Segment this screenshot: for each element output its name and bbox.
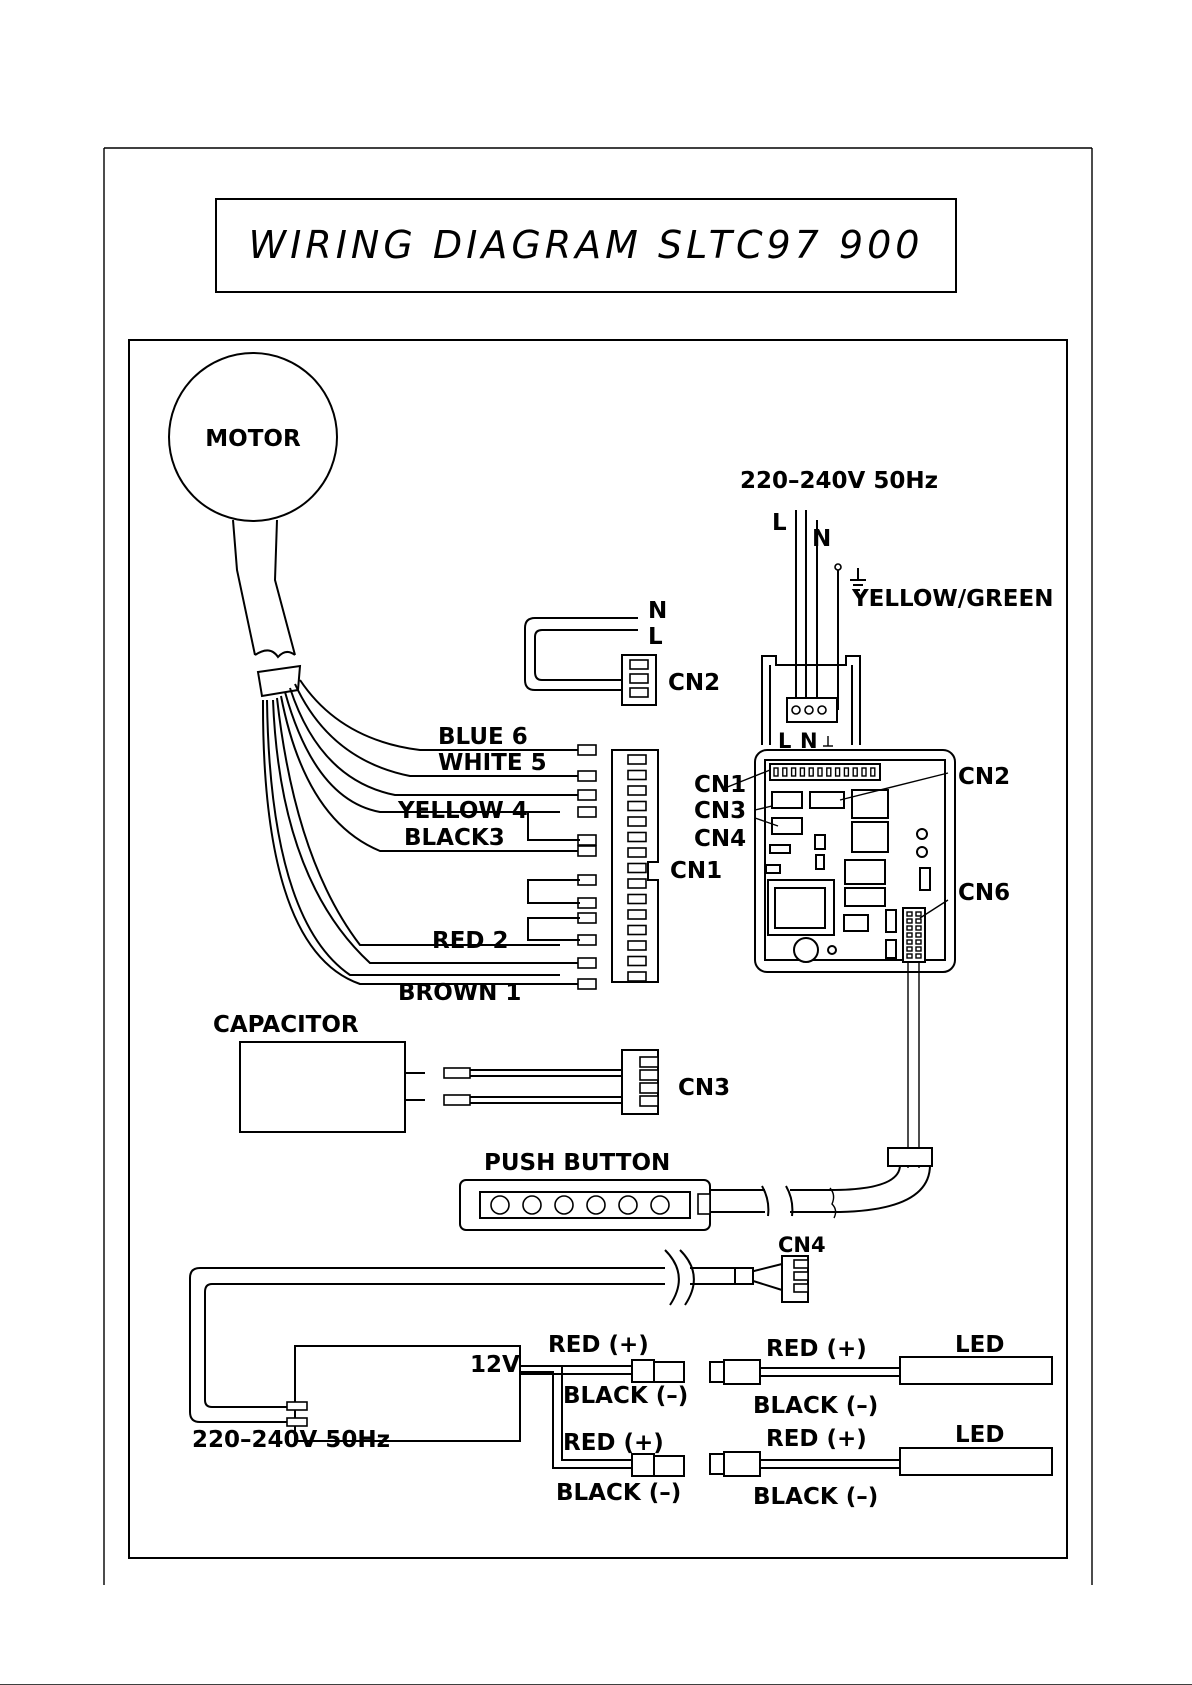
led-1-label: LED xyxy=(955,1332,1004,1358)
cn1-plug xyxy=(578,771,596,781)
push-button-key-icon xyxy=(619,1196,637,1214)
board-cn1-label: CN1 xyxy=(694,772,746,798)
board-cn3-label: CN3 xyxy=(694,798,746,824)
cn1-pin xyxy=(628,895,646,904)
led-2-red-label: RED (+) xyxy=(766,1426,867,1452)
cn1-pin xyxy=(628,864,646,873)
title-box: WIRING DIAGRAM SLTC97 900 xyxy=(216,199,956,292)
cn1-pin xyxy=(628,848,646,857)
led-2-black-label: BLACK (–) xyxy=(753,1484,878,1510)
output-2-black-label: BLACK (–) xyxy=(556,1480,681,1506)
board-cn4-label: CN4 xyxy=(694,826,746,852)
led-1-black-label: BLACK (–) xyxy=(753,1393,878,1419)
cn1-pin xyxy=(628,910,646,919)
cn2-l-label: L xyxy=(648,624,663,650)
cn1-plug xyxy=(578,875,596,885)
output-1-black-label: BLACK (–) xyxy=(563,1383,688,1409)
cn1-pin xyxy=(628,972,646,981)
cn1-plug xyxy=(578,913,596,923)
mains-earth-label: YELLOW/GREEN xyxy=(851,586,1053,612)
cn1-pin xyxy=(628,817,646,826)
mains-l-label: L xyxy=(772,510,787,536)
output-2-red-label: RED (+) xyxy=(563,1430,664,1456)
cn1-label: CN1 xyxy=(670,858,722,884)
cn1-pin xyxy=(628,786,646,795)
cn1-pin xyxy=(628,957,646,966)
push-button-key-icon xyxy=(555,1196,573,1214)
cn1-pin xyxy=(628,802,646,811)
cn4-label: CN4 xyxy=(778,1233,826,1257)
wire-label-red: RED 2 xyxy=(432,928,509,954)
transformer-voltage-label: 12V xyxy=(470,1352,520,1378)
cn1-pin xyxy=(628,833,646,842)
cn1-pin xyxy=(628,755,646,764)
diagram-title: WIRING DIAGRAM SLTC97 900 xyxy=(249,223,924,267)
wire-label-white: WHITE 5 xyxy=(438,750,547,776)
cn1-plug xyxy=(578,958,596,968)
output-1-red-label: RED (+) xyxy=(548,1332,649,1358)
push-button-label: PUSH BUTTON xyxy=(484,1150,670,1176)
push-button-key-icon xyxy=(523,1196,541,1214)
cn1-pin xyxy=(628,941,646,950)
cn1-pin xyxy=(628,879,646,888)
cn1-plug xyxy=(578,807,596,817)
board-cn2-label: CN2 xyxy=(958,764,1010,790)
push-button-key-icon xyxy=(491,1196,509,1214)
cn1-plug xyxy=(578,745,596,755)
cn1-pin xyxy=(628,926,646,935)
wire-label-black: BLACK3 xyxy=(404,825,505,851)
cn1-plug xyxy=(578,835,596,845)
push-button-key-icon xyxy=(587,1196,605,1214)
led-2-label: LED xyxy=(955,1422,1004,1448)
push-button-key-icon xyxy=(651,1196,669,1214)
cn3-label: CN3 xyxy=(678,1075,730,1101)
board-cn6-label: CN6 xyxy=(958,880,1010,906)
motor-label: MOTOR xyxy=(205,426,301,452)
cn1-plug xyxy=(578,790,596,800)
cn1-plug xyxy=(578,846,596,856)
mains-n-label: N xyxy=(812,526,831,552)
cn2-n-label: N xyxy=(648,598,667,624)
capacitor-label: CAPACITOR xyxy=(213,1012,359,1038)
wire-label-blue: BLUE 6 xyxy=(438,724,528,750)
cn1-plug xyxy=(578,979,596,989)
transformer-input-label: 220–240V 50Hz xyxy=(192,1427,390,1453)
mains-voltage-label: 220–240V 50Hz xyxy=(740,468,938,494)
cn1-pin xyxy=(628,771,646,780)
cn1-plug xyxy=(578,935,596,945)
wire-label-brown: BROWN 1 xyxy=(398,980,521,1006)
led-1-red-label: RED (+) xyxy=(766,1336,867,1362)
wire-label-yellow: YELLOW 4 xyxy=(397,798,528,824)
cn2-label-left: CN2 xyxy=(668,670,720,696)
cn1-plug xyxy=(578,898,596,908)
